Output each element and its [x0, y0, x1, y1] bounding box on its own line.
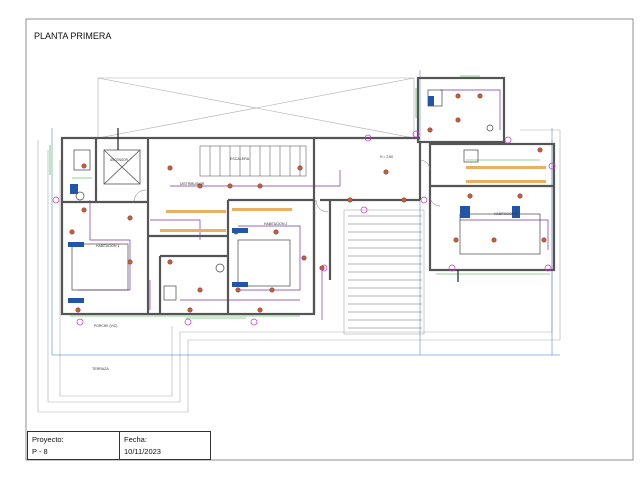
switches: [68, 96, 520, 303]
room-label-terraza: TERRAZA: [92, 367, 109, 371]
exterior-stairs: [348, 215, 422, 329]
room-label-porche: PORCHE (V/C): [94, 324, 117, 328]
room-label-pasillo: DISTRIBUIDOR: [180, 182, 205, 186]
elevator-shaft: [103, 149, 141, 185]
beds: [71, 213, 541, 291]
date-value: 10/11/2023: [124, 447, 161, 456]
project-cell: Proyecto: P - 8: [32, 432, 118, 459]
room-label-hab3: HABITACION 3: [494, 212, 517, 216]
room-label-ascensor: ASCENSOR: [110, 158, 129, 162]
title-block: Proyecto: P - 8 Fecha: 10/11/2023: [27, 431, 211, 460]
room-label-escalera: ESCALERA: [230, 157, 250, 161]
date-cell: Fecha: 10/11/2023: [124, 432, 208, 459]
walls: [60, 76, 556, 316]
title-block-divider: [119, 432, 120, 459]
project-label: Proyecto:: [32, 435, 64, 444]
light-points: [69, 93, 547, 313]
room-label-hab2: HABITACION 2: [264, 222, 287, 226]
date-label: Fecha:: [124, 435, 147, 444]
room-label-height: H = 2,60: [380, 155, 393, 159]
room-label-hab1: HABITACION 1: [96, 244, 119, 248]
dimension-lines: [49, 75, 550, 319]
structural-ticks: [117, 128, 459, 282]
electrical-wiring: [78, 89, 549, 320]
furniture-bands: [160, 166, 546, 232]
doors: [133, 159, 441, 213]
structure-frame: [51, 70, 560, 356]
project-value: P - 8: [32, 447, 48, 456]
markers: [52, 130, 556, 326]
sheet-title: PLANTA PRIMERA: [34, 31, 112, 41]
stairs: [199, 145, 307, 177]
